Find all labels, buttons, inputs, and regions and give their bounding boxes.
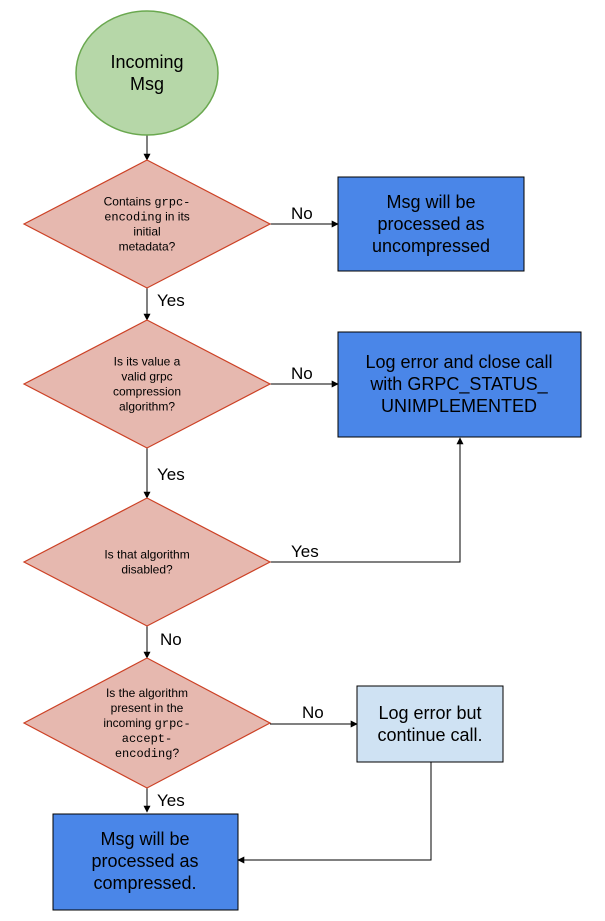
- decision-1-line-4: metadata?: [119, 240, 176, 254]
- decision-4-line-3: incoming grpc-: [103, 716, 190, 731]
- process-log-error-close-call: [337, 331, 582, 438]
- edge-label-d3-yes: Yes: [291, 542, 319, 561]
- decision-4-line-5: encoding?: [115, 746, 180, 761]
- decision-3-line-2: disabled?: [121, 563, 173, 577]
- decision-contains-grpc-encoding: [22, 159, 272, 289]
- edge-d3-yes: [270, 437, 464, 563]
- process-4-line-1: Msg will be: [100, 829, 189, 849]
- edge-label-d4-yes: Yes: [157, 791, 185, 810]
- edge-label-d3-no: No: [160, 630, 182, 649]
- process-2-line-2: with GRPC_STATUS_: [369, 374, 548, 395]
- process-4-line-2: processed as: [91, 851, 198, 871]
- edge-label-d2-yes: Yes: [157, 465, 185, 484]
- start-node-line-1: Incoming: [110, 52, 183, 72]
- process-msg-uncompressed: [337, 176, 525, 272]
- decision-4-line-1: Is the algorithm: [106, 686, 188, 700]
- process-1-line-1: Msg will be: [386, 192, 475, 212]
- decision-3-line-1: Is that algorithm: [104, 548, 189, 562]
- decision-1-line-1: Contains grpc-: [104, 195, 191, 210]
- decision-4-line-2: present in the: [111, 701, 184, 715]
- decision-1-line-3: initial: [133, 225, 160, 239]
- start-node-line-2: Msg: [130, 74, 164, 94]
- edge-label-d2-no: No: [291, 364, 313, 383]
- edge-label-d4-no: No: [302, 703, 324, 722]
- process-msg-compressed: [52, 813, 239, 911]
- edge-p3-to-p4: [237, 762, 432, 864]
- decision-valid-algorithm: [22, 319, 272, 449]
- decision-2-line-2: valid grpc: [121, 370, 172, 384]
- decision-2-line-4: algorithm?: [119, 400, 175, 414]
- process-3-line-2: continue call.: [377, 725, 482, 745]
- decision-algorithm-in-accept-encoding: [22, 657, 272, 789]
- process-2-line-1: Log error and close call: [365, 352, 552, 372]
- start-node-incoming-msg: [75, 10, 219, 136]
- decision-2-line-3: compression: [113, 385, 181, 399]
- process-1-line-2: processed as: [377, 214, 484, 234]
- process-1-line-3: uncompressed: [372, 236, 490, 256]
- process-2-line-3: UNIMPLEMENTED: [381, 396, 537, 416]
- process-log-error-continue-call: [356, 685, 504, 763]
- edge-label-d1-no: No: [291, 204, 313, 223]
- edge-label-d1-yes: Yes: [157, 291, 185, 310]
- process-3-line-1: Log error but: [378, 703, 481, 723]
- decision-1-line-2: encoding in its: [104, 210, 190, 225]
- decision-2-line-1: Is its value a: [114, 355, 181, 369]
- process-4-line-3: compressed.: [93, 873, 196, 893]
- decision-algorithm-disabled: [22, 497, 272, 627]
- decision-4-line-4: accept-: [122, 732, 172, 746]
